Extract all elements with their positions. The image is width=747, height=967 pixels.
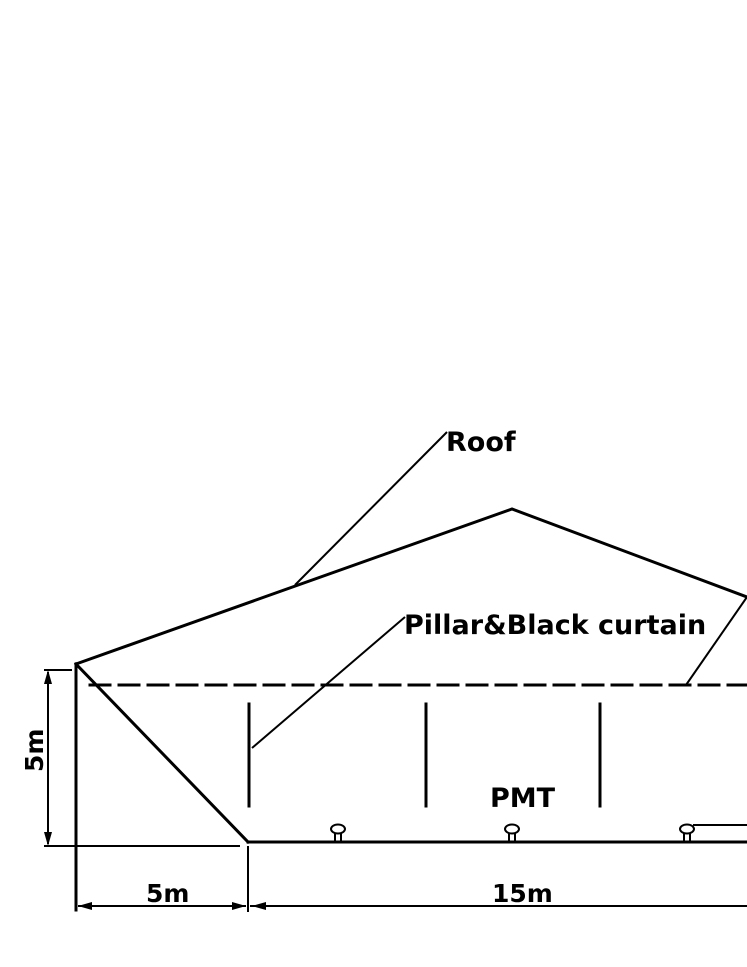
left-width-label: 5m [146,879,189,908]
main-width-label: 15m [492,879,553,908]
roof-outline [74,507,747,666]
pmt-1 [330,823,346,842]
roof-leader-line [294,431,448,586]
pmt-label: PMT [490,783,556,814]
roof-leader-line-right [685,596,747,686]
pmt-3 [679,823,747,842]
pmt-2 [504,823,520,842]
pillar-curtain-label: Pillar&Black curtain [404,610,706,641]
roof-label: Roof [446,427,516,458]
height-dimension: 5m [20,669,72,846]
width-dimensions: 5m 15m [78,846,747,912]
pillar-leader-line [251,616,406,749]
diagonal-slope [73,661,251,845]
height-dimension-label: 5m [20,729,49,772]
